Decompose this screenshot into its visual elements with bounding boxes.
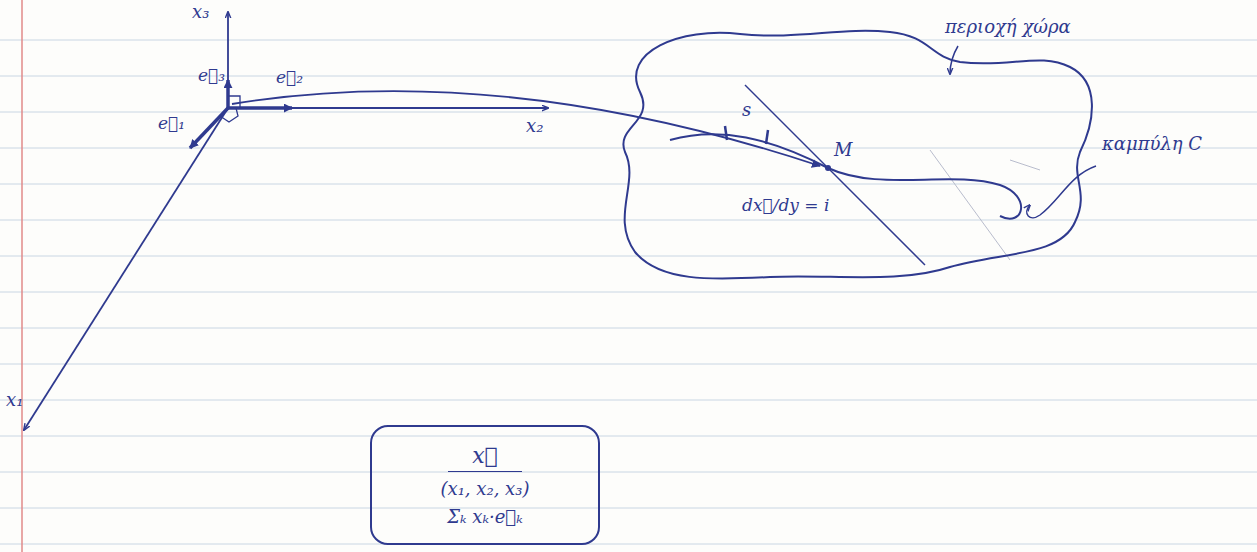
arc-length-marks (725, 126, 768, 144)
region-label: περιοχή χώρα (945, 16, 1071, 38)
curve-pointer (1027, 166, 1096, 218)
vector-label: e⃗₁ (158, 114, 185, 134)
formula: Σₖ xₖ·e⃗ₖ (447, 506, 522, 528)
unit-vectors (190, 80, 292, 148)
arc-length-label: s (742, 100, 751, 121)
point-m (825, 165, 831, 171)
formula-box: x⃗ (x₁, x₂, x₃) Σₖ xₖ·e⃗ₖ (370, 425, 600, 545)
axes (24, 12, 548, 430)
vector-label: e⃗₂ (276, 68, 303, 88)
vector-label: e⃗₃ (198, 66, 225, 86)
point-label: M (834, 140, 852, 161)
axis-label: x₂ (526, 116, 543, 137)
margin-line (21, 0, 23, 552)
tangent-line (745, 85, 925, 265)
curve-label: καμπύλη C (1102, 134, 1202, 155)
derivative-label: dx⃗/dy = i (742, 196, 829, 216)
right-angle-marks (220, 96, 240, 122)
position-vector (232, 91, 820, 166)
curve-c (670, 134, 1021, 218)
ruled-lines (0, 40, 1257, 544)
axis-label: x₃ (192, 2, 209, 23)
formula: (x₁, x₂, x₃) (440, 478, 529, 500)
vector-symbol: x⃗ (448, 443, 522, 472)
region-strokes (930, 150, 1040, 260)
axis-label: x₁ (6, 390, 23, 411)
